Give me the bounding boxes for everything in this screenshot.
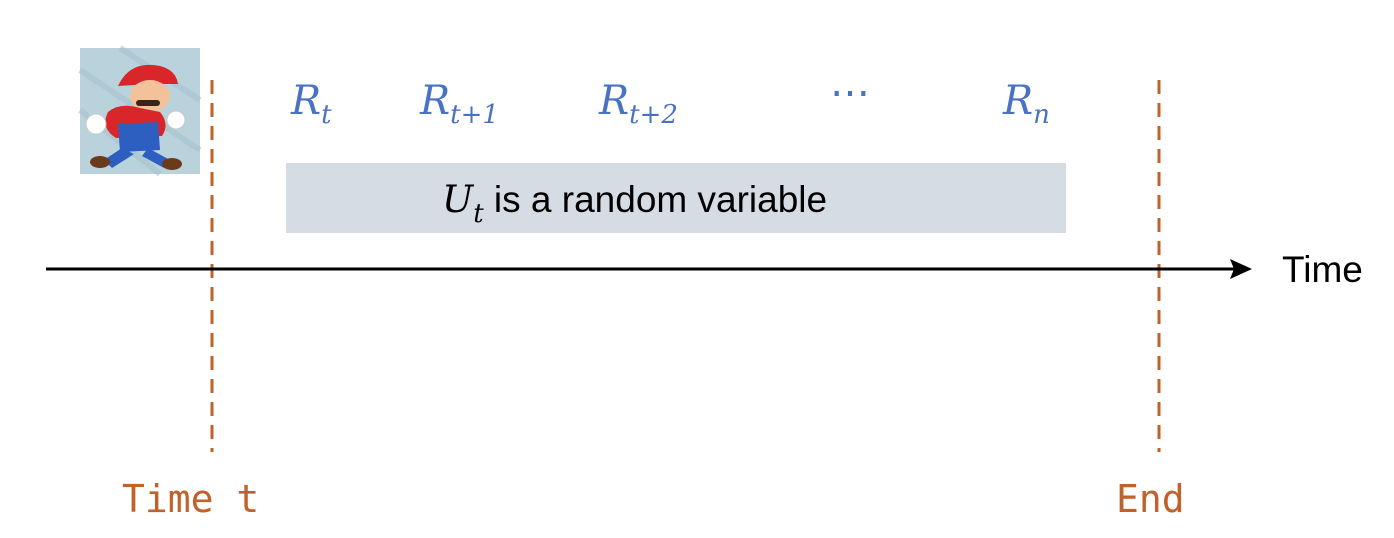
- axis-arrowhead-icon: [1230, 259, 1252, 279]
- reward-ellipsis: ⋯: [830, 70, 870, 116]
- utility-box-text: Ut is a random variable: [442, 178, 827, 229]
- reward-label: Rn: [1002, 78, 1050, 130]
- mario-running-icon: [78, 45, 202, 177]
- axis-label: Time: [1282, 249, 1363, 290]
- reward-label: Rt+2: [598, 78, 678, 130]
- end-label: End: [1116, 477, 1185, 521]
- reward-label: Rt: [290, 78, 332, 130]
- start-label: Time t: [122, 477, 259, 521]
- reward-label: Rt+1: [419, 78, 499, 130]
- utility-box: [286, 163, 1066, 233]
